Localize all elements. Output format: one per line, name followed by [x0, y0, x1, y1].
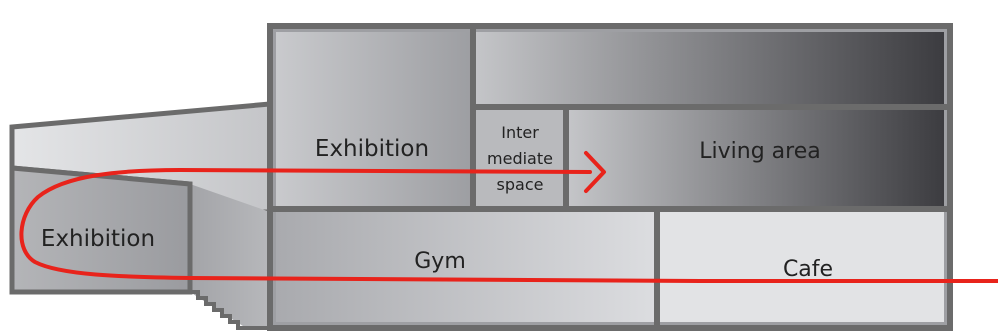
- label-living-area: Living area: [699, 139, 820, 164]
- stepped-underside: [190, 290, 270, 330]
- cafe-room: [660, 212, 944, 322]
- label-exhibition-lower: Exhibition: [41, 226, 155, 252]
- exhibition-lower-room: [9, 165, 193, 295]
- gym-room: [276, 212, 656, 322]
- intermediate-space-room: [476, 110, 564, 206]
- circulation-arrowhead-icon: [584, 151, 606, 193]
- label-intermediate-line1: Inter: [501, 123, 539, 142]
- exhibition-upper-room: [276, 32, 472, 206]
- left-wing-middle: [190, 184, 270, 328]
- label-exhibition-upper: Exhibition: [315, 136, 429, 162]
- label-intermediate-line3: space: [497, 175, 544, 194]
- label-intermediate-line2: mediate: [487, 149, 553, 168]
- label-gym: Gym: [414, 249, 466, 274]
- living-area-room: [569, 110, 944, 206]
- top-dark-room: [476, 32, 944, 104]
- circulation-path: [19, 168, 998, 283]
- label-cafe: Cafe: [783, 257, 833, 282]
